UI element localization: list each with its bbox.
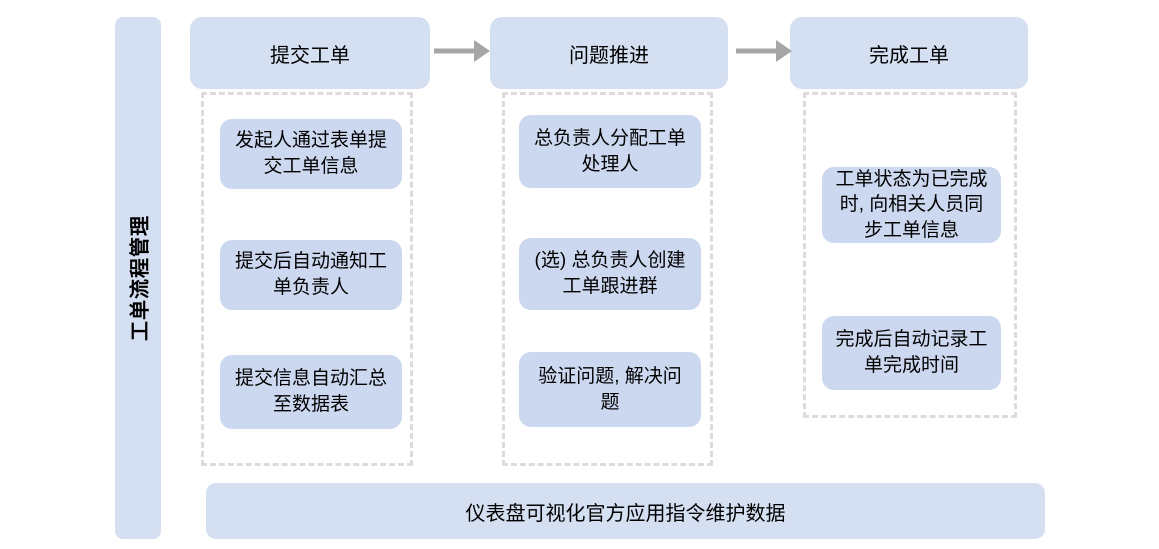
step-card: 提交信息自动汇总 至数据表 (220, 355, 402, 429)
stage-header-complete: 完成工单 (790, 17, 1028, 89)
step-card: (选) 总负责人创建 工单跟进群 (519, 238, 701, 310)
footer-note-label: 仪表盘可视化官方应用指令维护数据 (465, 502, 786, 525)
stage-header-progress: 问题推进 (490, 17, 728, 89)
stage-group-submit (201, 92, 413, 466)
step-card: 提交后自动通知工 单负责人 (220, 240, 402, 310)
arrow-right-icon (434, 40, 490, 62)
stage-header-submit: 提交工单 (190, 17, 430, 89)
step-card: 总负责人分配工单 处理人 (519, 115, 701, 188)
step-card: 工单状态为已完成 时, 向相关人员同 步工单信息 (822, 167, 1001, 243)
stage-group-progress (502, 92, 713, 466)
sidebar-label: 工单流程管理 (129, 215, 152, 341)
step-card: 验证问题, 解决问 题 (519, 352, 701, 427)
step-card: 发起人通过表单提 交工单信息 (220, 119, 402, 189)
arrow-right-icon (736, 40, 792, 62)
step-card: 完成后自动记录工 单完成时间 (822, 316, 1001, 390)
stage-group-complete (803, 92, 1017, 418)
sidebar-category-bar: 工单流程管理 (115, 17, 161, 539)
footer-note-bar: 仪表盘可视化官方应用指令维护数据 (206, 483, 1045, 539)
